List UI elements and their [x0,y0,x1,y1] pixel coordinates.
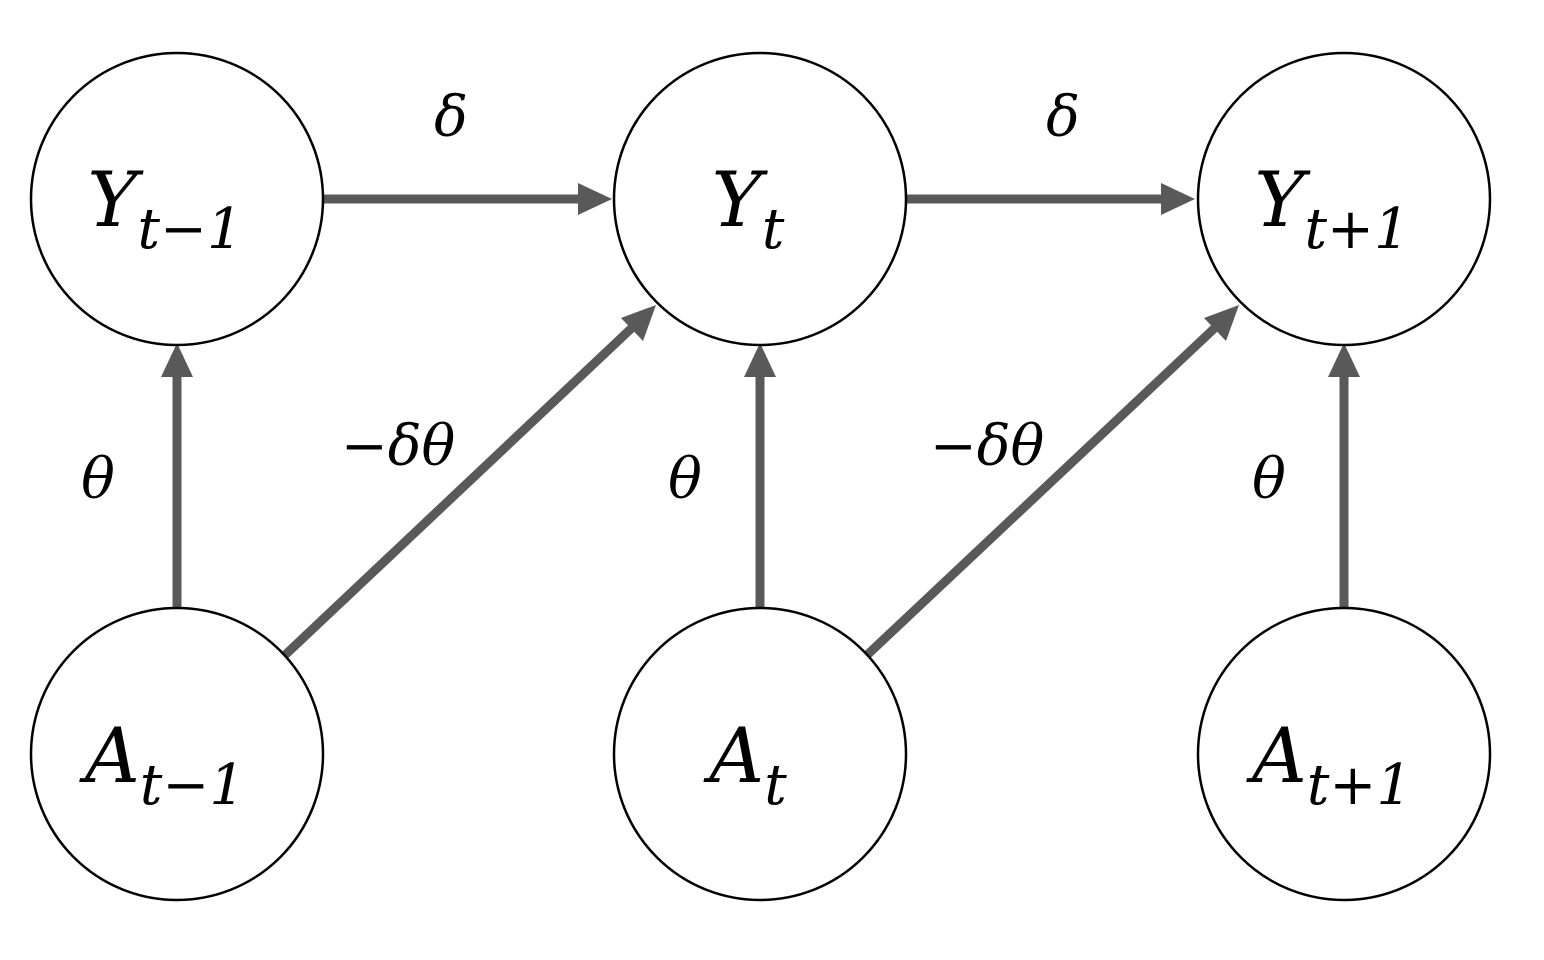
edge-y-prev-to-y-curr [323,183,612,215]
edge-labels: δ δ θ θ θ −δθ −δθ [81,85,1286,512]
node-a-prev-symbol: A [79,711,140,800]
node-a-curr: At [612,606,908,902]
edge-a-curr-to-y-next [862,305,1239,660]
node-y-prev-subscript: t−1 [138,197,243,262]
node-y-prev-symbol: Y [87,155,144,244]
edge-label-neg-delta-theta-2: −δθ [930,414,1044,479]
svg-text:At+1: At+1 [1246,711,1412,818]
edge-y-curr-to-y-next [905,183,1195,215]
edge-label-delta-1: δ [434,85,468,150]
node-y-next: Yt+1 [1196,51,1492,347]
edge-label-neg-delta-theta-1: −δθ [341,414,455,479]
edge-a-next-to-y-next [1328,343,1360,611]
node-a-next: At+1 [1196,606,1492,902]
svg-text:At−1: At−1 [79,711,245,818]
node-a-next-subscript: t+1 [1307,753,1412,818]
edge-label-delta-2: δ [1046,85,1080,150]
edges [161,183,1360,660]
node-a-curr-symbol: A [703,711,764,800]
node-y-curr-subscript: t [762,197,785,262]
edge-label-theta-3: θ [1252,447,1286,512]
edge-label-theta-2: θ [668,447,702,512]
node-a-prev-subscript: t−1 [140,753,245,818]
node-a-next-symbol: A [1246,711,1307,800]
edge-a-prev-to-y-curr [280,305,656,660]
svg-text:Yt: Yt [712,155,785,262]
nodes: Yt−1 Yt Yt+1 At−1 At [29,51,1492,902]
node-y-curr-symbol: Y [712,155,769,244]
svg-text:At: At [703,711,787,818]
svg-text:Yt−1: Yt−1 [87,155,242,262]
node-y-prev: Yt−1 [29,51,325,347]
edge-a-prev-to-y-prev [161,343,193,611]
node-y-curr: Yt [612,51,908,347]
node-y-next-symbol: Y [1254,155,1311,244]
node-a-prev: At−1 [29,606,325,902]
node-y-next-subscript: t+1 [1305,197,1410,262]
svg-text:Yt+1: Yt+1 [1254,155,1409,262]
edge-label-theta-1: θ [81,447,115,512]
edge-a-curr-to-y-curr [744,343,776,611]
node-a-curr-subscript: t [764,753,787,818]
